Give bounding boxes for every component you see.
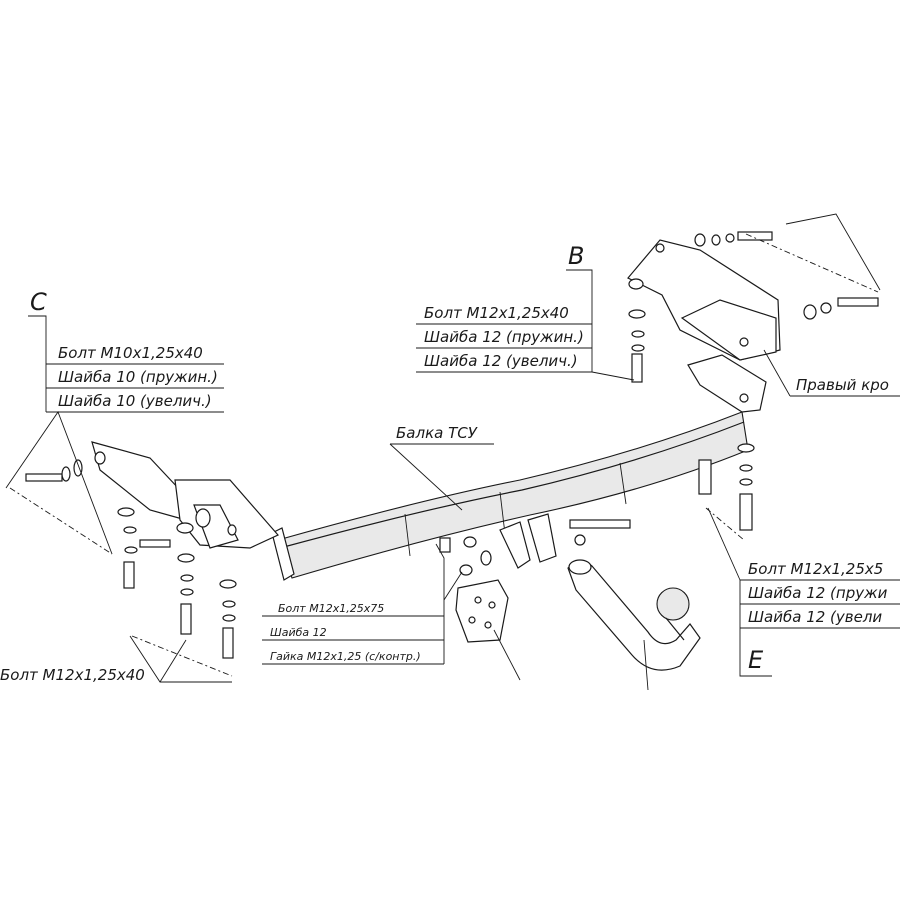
tow-ball-leader bbox=[643, 639, 649, 691]
callout-e-line-1: Болт М12х1,25х5 bbox=[748, 560, 883, 578]
callout-beam: Балка ТСУ bbox=[389, 424, 494, 511]
center-line-3: Гайка М12х1,25 (с/контр.) bbox=[270, 650, 421, 663]
callout-c-line-2: Шайба 10 (пружин.) bbox=[58, 368, 218, 386]
callout-b-line-1: Болт М12х1,25х40 bbox=[424, 304, 569, 322]
center-mount bbox=[455, 513, 557, 643]
callout-b: B Болт М12х1,25х40 Шайба 12 (пружин.) Ша… bbox=[416, 242, 635, 381]
callout-e-line-2: Шайба 12 (пружи bbox=[748, 584, 888, 602]
tow-beam bbox=[271, 411, 749, 581]
callout-e: Болт М12х1,25х5 Шайба 12 (пружи Шайба 12… bbox=[707, 507, 900, 677]
right-bracket bbox=[627, 239, 781, 413]
left-bracket bbox=[91, 441, 279, 549]
callout-c-line-1: Болт М10х1,25х40 bbox=[58, 344, 203, 362]
mounting-lines bbox=[9, 233, 879, 677]
callout-right-bracket: Правый кро bbox=[763, 213, 900, 397]
callout-bottom-left: Болт М12х1,25х40 bbox=[0, 635, 232, 684]
callout-e-line-3: Шайба 12 (увели bbox=[748, 608, 882, 626]
center-line-1: Болт М12х1,25х75 bbox=[278, 602, 384, 615]
tow-ball bbox=[567, 559, 701, 671]
callout-c: C Болт М10х1,25х40 Шайба 10 (пружин.) Ша… bbox=[5, 288, 224, 555]
callout-c-line-3: Шайба 10 (увелич.) bbox=[58, 392, 212, 410]
bottom-left-label: Болт М12х1,25х40 bbox=[0, 666, 145, 684]
callout-b-line-2: Шайба 12 (пружин.) bbox=[424, 328, 584, 346]
fasteners bbox=[25, 231, 879, 659]
callout-b-line-3: Шайба 12 (увелич.) bbox=[424, 352, 578, 370]
callout-center: Болт М12х1,25х75 Шайба 12 Гайка М12х1,25… bbox=[262, 543, 521, 681]
callout-e-letter: E bbox=[748, 646, 764, 674]
beam-label: Балка ТСУ bbox=[396, 424, 478, 442]
center-line-2: Шайба 12 bbox=[270, 626, 327, 639]
callout-c-letter: C bbox=[30, 288, 47, 316]
callout-b-letter: B bbox=[568, 242, 584, 270]
right-bracket-label: Правый кро bbox=[796, 376, 889, 394]
